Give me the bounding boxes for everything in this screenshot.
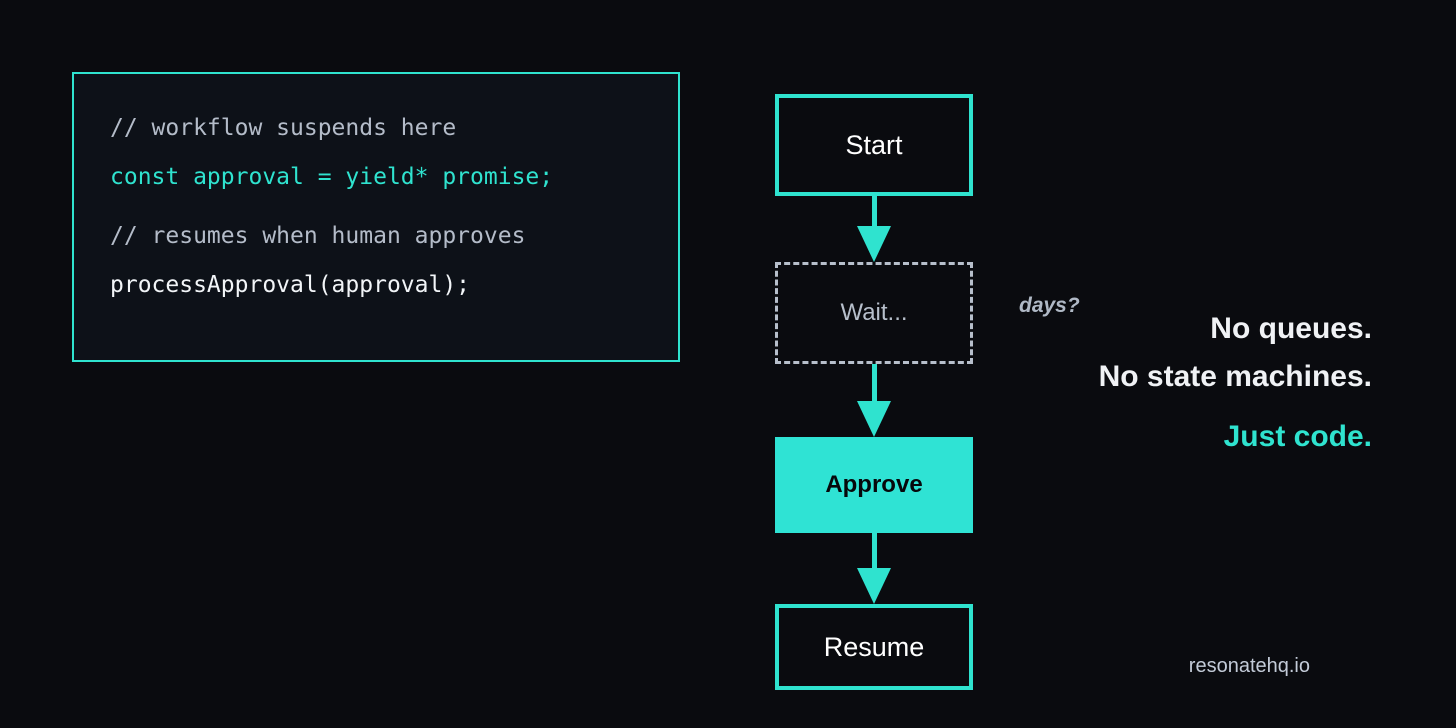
flow-node-wait: Wait... [775, 262, 973, 364]
code-line-comment-1: // workflow suspends here [110, 115, 457, 141]
flow-arrow-start-to-wait [857, 196, 891, 262]
tagline-block: No queues. No state machines. Just code. [980, 305, 1372, 461]
wait-duration-annotation: days? [1019, 294, 1080, 317]
flow-node-start-label: Start [845, 129, 903, 160]
tagline-line-3: Just code. [1223, 420, 1372, 453]
tagline-line-1: No queues. [1210, 312, 1372, 345]
arrow-head-icon [857, 401, 891, 437]
arrow-head-icon [857, 568, 891, 604]
arrow-shaft [872, 196, 877, 226]
arrow-shaft [872, 533, 877, 568]
arrow-head-icon [857, 226, 891, 262]
tagline-line-2: No state machines. [1098, 360, 1372, 393]
flow-arrow-wait-to-approve [857, 364, 891, 437]
flow-node-resume-label: Resume [823, 631, 925, 662]
flow-node-start: Start [775, 94, 973, 196]
code-block: // workflow suspends here const approval… [110, 104, 664, 310]
code-line-statement-2: processApproval(approval); [110, 272, 471, 298]
code-panel: // workflow suspends here const approval… [72, 72, 680, 362]
footer-brand: resonatehq.io [1188, 655, 1310, 677]
flow-node-wait-label: Wait... [840, 299, 908, 326]
flow-node-approve-label: Approve [825, 471, 923, 498]
flow-node-resume: Resume [775, 604, 973, 690]
code-line-statement-1: const approval = yield* promise; [110, 164, 554, 190]
flow-arrow-approve-to-resume [857, 533, 891, 604]
arrow-shaft [872, 364, 877, 401]
code-blank-line [110, 202, 664, 212]
flow-node-approve: Approve [775, 437, 973, 533]
code-line-comment-2: // resumes when human approves [110, 223, 526, 249]
